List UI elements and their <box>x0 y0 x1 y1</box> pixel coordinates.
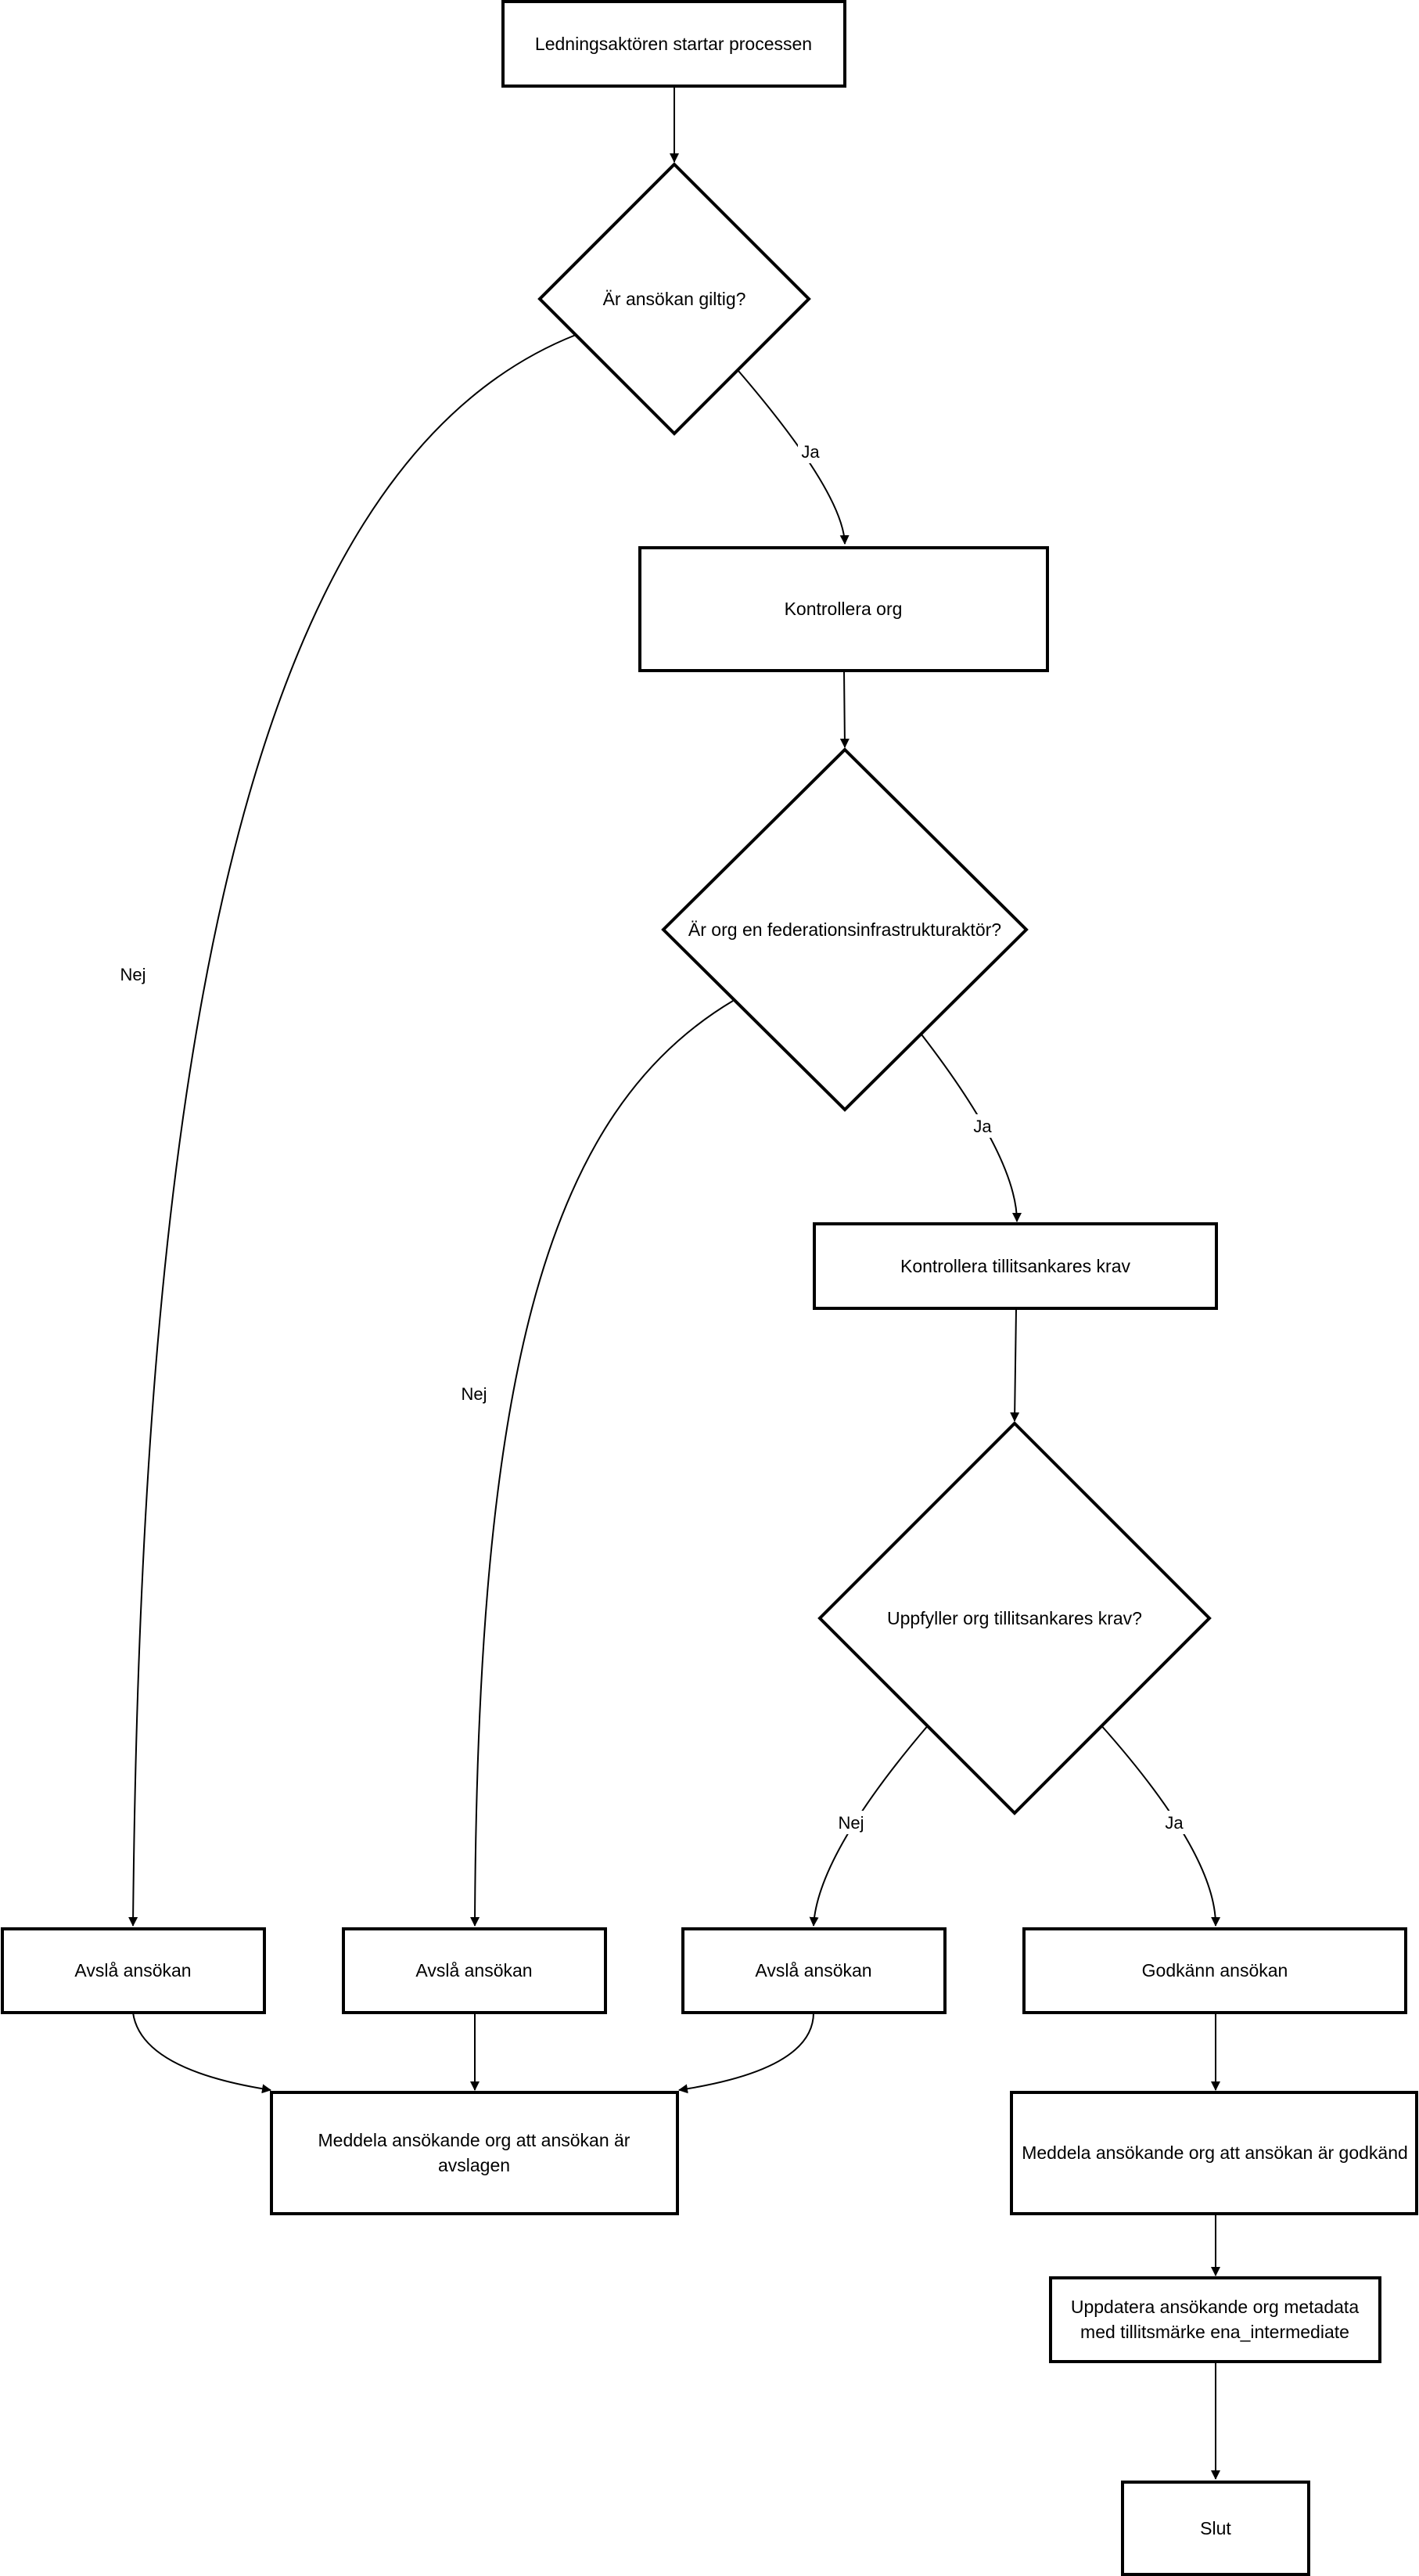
decision-requirements: Uppfyller org tillitsankares krav? <box>817 1421 1212 1815</box>
edge-anchor-to-req <box>1010 1308 1020 1422</box>
node-notify-approve: Meddela ansökande org att ansökan är god… <box>1010 2091 1418 2215</box>
edge-valid-yes <box>738 370 850 545</box>
edge-req-no <box>809 1723 930 1927</box>
node-approve: Godkänn ansökan <box>1022 1927 1407 2014</box>
edge-fed-yes <box>921 1034 1022 1222</box>
svg-text:Nej: Nej <box>838 1813 864 1833</box>
node-label-line: Är ansökan giltig? <box>603 289 746 309</box>
node-label-line: Avslå ansökan <box>415 1960 532 1981</box>
node-label-line: Slut <box>1200 2518 1231 2538</box>
node-label-line: Uppfyller org tillitsankares krav? <box>887 1608 1142 1628</box>
decision-federation: Är org en federationsinfrastrukturaktör? <box>661 747 1029 1112</box>
node-label-line: Uppdatera ansökande org metadata <box>1071 2297 1359 2317</box>
node-label-line: Meddela ansökande org att ansökan är <box>318 2130 630 2150</box>
svg-text:Ja: Ja <box>1165 1813 1184 1833</box>
edge-label-fed-no: Nej <box>457 1382 491 1405</box>
edge-fed-no <box>470 1000 734 1927</box>
node-check-anchor: Kontrollera tillitsankares krav <box>813 1222 1218 1310</box>
decision-federation-label: Är org en federationsinfrastrukturaktör? <box>688 919 1001 940</box>
edge-label-valid-no: Nej <box>116 962 150 986</box>
edge-valid-no <box>128 334 577 1927</box>
node-check-anchor-label: Kontrollera tillitsankares krav <box>900 1256 1131 1276</box>
edge-label-valid-yes: Ja <box>798 440 823 463</box>
svg-text:Ja: Ja <box>973 1117 992 1136</box>
node-reject-1-label: Avslå ansökan <box>74 1960 191 1981</box>
node-approve-label: Godkänn ansökan <box>1142 1960 1288 1981</box>
edge-checkorg-to-fed <box>839 670 850 748</box>
node-notify-reject-label: Meddela ansökande org att ansökan är avsl… <box>318 2130 630 2175</box>
node-end-label: Slut <box>1200 2518 1231 2538</box>
node-label-line: Meddela ansökande org att ansökan är god… <box>1022 2142 1408 2163</box>
edge-label-req-yes: Ja <box>1162 1811 1187 1834</box>
decision-valid-label: Är ansökan giltig? <box>603 289 746 309</box>
node-notify-reject: Meddela ansökande org att ansökan är avsl… <box>270 2091 679 2215</box>
edges <box>128 87 1221 2480</box>
node-label-line: Ledningsaktören startar processen <box>535 34 812 54</box>
node-label-line: Kontrollera org <box>785 599 903 619</box>
node-label-line: Avslå ansökan <box>755 1960 871 1981</box>
node-reject-2: Avslå ansökan <box>342 1927 607 2014</box>
edge-labels: Ja Nej Ja Nej Nej Ja <box>116 440 1187 1834</box>
edge-label-fed-yes: Ja <box>970 1114 995 1138</box>
node-label-line: Avslå ansökan <box>74 1960 191 1981</box>
svg-text:Ja: Ja <box>801 442 820 462</box>
node-reject-3-label: Avslå ansökan <box>755 1960 871 1981</box>
svg-text:Nej: Nej <box>461 1384 487 1404</box>
node-reject-1: Avslå ansökan <box>1 1927 266 2014</box>
node-update-metadata-label: Uppdatera ansökande org metadata med till… <box>1071 2297 1359 2342</box>
node-start: Ledningsaktören startar processen <box>501 0 846 88</box>
edge-label-req-no: Nej <box>833 1811 869 1834</box>
decision-requirements-label: Uppfyller org tillitsankares krav? <box>887 1608 1142 1628</box>
node-label-line: avslagen <box>438 2155 510 2175</box>
node-label-line: med tillitsmärke ena_intermediate <box>1080 2322 1349 2342</box>
decision-valid: Är ansökan giltig? <box>537 162 811 436</box>
edge-reject3-to-notify <box>678 2012 814 2094</box>
node-label-line: Kontrollera tillitsankares krav <box>900 1256 1131 1276</box>
node-start-label: Ledningsaktören startar processen <box>535 34 812 54</box>
node-update-metadata: Uppdatera ansökande org metadata med till… <box>1049 2276 1381 2363</box>
edge-reject1-to-notify <box>132 2012 271 2094</box>
node-check-org-label: Kontrollera org <box>785 599 903 619</box>
node-reject-2-label: Avslå ansökan <box>415 1960 532 1981</box>
node-reject-3: Avslå ansökan <box>681 1927 947 2014</box>
node-notify-approve-label: Meddela ansökande org att ansökan är god… <box>1022 2142 1408 2163</box>
edge-req-yes <box>1099 1723 1221 1927</box>
node-check-org: Kontrollera org <box>638 546 1049 672</box>
node-end: Slut <box>1121 2481 1310 2576</box>
svg-text:Nej: Nej <box>120 965 145 984</box>
node-label-line: Godkänn ansökan <box>1142 1960 1288 1981</box>
node-label-line: Är org en federationsinfrastrukturaktör? <box>688 919 1001 940</box>
